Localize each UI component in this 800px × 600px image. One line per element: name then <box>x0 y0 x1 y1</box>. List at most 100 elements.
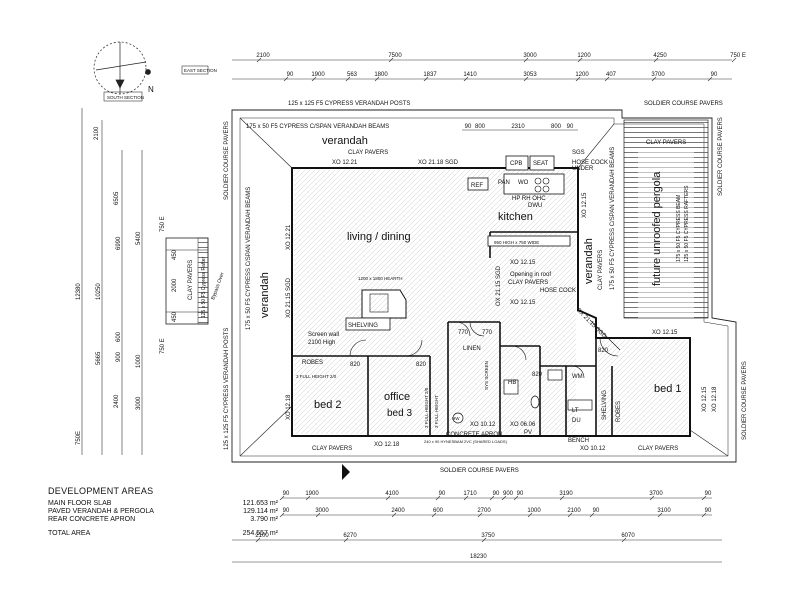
dimension-value: 600 <box>433 508 444 514</box>
xo-1215-bed1: XO 12.15 <box>652 330 678 336</box>
dimension-value: 90 <box>283 508 290 514</box>
door-820-d: 820 <box>598 348 609 354</box>
dimension-tick <box>477 512 483 518</box>
entry-arrow-icon <box>342 464 350 480</box>
left-dim-3000: 3000 <box>136 396 142 410</box>
ox-2115-sgd-diag: OX 21.15 SGD <box>575 307 608 340</box>
concrete-apron-label: CONCRETE APRON <box>446 432 502 438</box>
dimension-tick <box>567 512 573 518</box>
dev-row-total: TOTAL AREA 254.557 m² <box>48 530 278 538</box>
left-dim-1000: 1000 <box>136 354 142 368</box>
dimension-value: 1710 <box>463 491 477 497</box>
bed3-label: bed 3 <box>387 408 412 419</box>
dimension-tick <box>255 537 261 543</box>
dimension-tick <box>527 512 533 518</box>
door-820-c: 820 <box>532 372 543 378</box>
dimension-tick <box>279 512 285 518</box>
hose-cock-top-label: HOSE COCK <box>572 160 608 166</box>
kitchen-label: kitchen <box>498 211 533 223</box>
dimension-value: 563 <box>347 72 358 78</box>
clay-right-label: CLAY PAVERS <box>598 250 604 290</box>
floor-tiling <box>294 170 576 434</box>
dimension-value: 1200 <box>575 72 589 78</box>
dimension-tick <box>279 495 285 501</box>
verandah-left-label: verandah <box>259 272 271 318</box>
dimension-tick <box>435 495 441 501</box>
bypass-label: Bypass Over <box>210 271 226 300</box>
dimension-tick <box>731 57 737 63</box>
dev-row-value: 3.790 m² <box>250 516 278 523</box>
left-dim-10250: 10250 <box>96 283 102 300</box>
west-dim-450a: 450 <box>172 249 178 260</box>
dimension-tick <box>256 57 262 63</box>
verandah-top-label: verandah <box>322 135 368 147</box>
left-dim-5665: 5665 <box>96 351 102 365</box>
dimension-value: 3000 <box>523 53 537 59</box>
opening-label: Opening in roof <box>510 272 551 278</box>
dimension-value: 90 <box>567 124 574 130</box>
dimension-tick <box>388 57 394 63</box>
pv-label: PV <box>524 430 532 436</box>
dev-total-value: 254.557 m² <box>242 530 278 537</box>
living-dining-label: living / dining <box>347 231 411 243</box>
shelving-right-label: SHELVING <box>602 390 608 420</box>
fridge-space <box>467 177 489 191</box>
hws-label: HW <box>452 416 460 421</box>
top-dimension-lines <box>232 59 732 80</box>
left-dimension-lines <box>81 108 143 455</box>
xo-1215-mid: XO 12.15 <box>510 260 536 266</box>
rafter-label: 125 x 50 F5 Cypress Rafter <box>201 257 207 318</box>
south-section-label: SOUTH SECTION <box>107 95 144 100</box>
posts-left-label: 125 x 125 F5 CYPRESS VERANDAH POSTS <box>224 328 230 450</box>
robes-right-label: ROBES <box>616 401 622 422</box>
shelf-full-height-b: 3 FULL HEIGHT 2/0 <box>424 387 429 428</box>
left-dim-2100: 2100 <box>94 126 100 140</box>
shelf-full-height-c: 3 FULL HEIGHT <box>434 395 439 428</box>
dev-row-label: REAR CONCRETE APRON <box>48 516 136 523</box>
left-dim-2400: 2400 <box>114 394 120 408</box>
verandah-right-label: verandah <box>583 238 595 284</box>
fireplace-hearth <box>361 289 407 319</box>
dimension-tick <box>391 512 397 518</box>
dimension-tick <box>489 495 495 501</box>
north-label: N <box>148 85 154 94</box>
dimension-value: 4250 <box>653 53 667 59</box>
pergola-label-backdrop <box>638 150 694 318</box>
bathroom-fixtures <box>452 369 593 424</box>
dimension-value: 3190 <box>559 491 573 497</box>
dimension-value: 1837 <box>423 72 437 78</box>
dev-row-slab: MAIN FLOOR SLAB 121.653 m² <box>48 500 278 508</box>
xo-1012-bath: XO 10.12 <box>470 422 496 428</box>
dimension-value: 900 <box>503 491 514 497</box>
dimension-tick <box>523 57 529 63</box>
east-section-tag <box>181 65 209 75</box>
cpb-label: CPB <box>510 161 522 167</box>
xo-2118-sgd: XO 21.18 SGD <box>418 160 459 166</box>
shelving-unit-left <box>345 317 391 331</box>
dev-row-apron: REAR CONCRETE APRON 3.790 m² <box>48 516 278 524</box>
sgs-label: SGS <box>572 150 585 156</box>
left-dim-6505: 6505 <box>114 191 120 205</box>
cooktop-icon <box>534 177 550 193</box>
dimension-value: 1410 <box>463 72 477 78</box>
dimension-value: 2700 <box>477 508 491 514</box>
dimension-tick <box>577 57 583 63</box>
dimension-value: 2400 <box>391 508 405 514</box>
dev-row-label: PAVED VERANDAH & PERGOLA <box>48 508 154 515</box>
dimension-value: 90 <box>711 72 718 78</box>
door-770-b: 770 <box>482 330 493 336</box>
pan-label: PAN <box>498 180 510 186</box>
linen-label: LINEN <box>463 346 481 352</box>
dimension-value: 6070 <box>621 533 635 539</box>
verandah-boundary <box>231 109 737 463</box>
dev-row-label: MAIN FLOOR SLAB <box>48 500 112 507</box>
beams-right-label: 175 x 50 F5 CYPRESS C/SPAN VERANDAH BEAM… <box>610 147 616 290</box>
dimension-tick <box>701 512 707 518</box>
dimension-tick <box>345 76 351 82</box>
door-770-a: 770 <box>458 330 469 336</box>
dimension-value: 90 <box>439 491 446 497</box>
dimension-tick <box>431 512 437 518</box>
wm-label: WM <box>572 374 583 380</box>
